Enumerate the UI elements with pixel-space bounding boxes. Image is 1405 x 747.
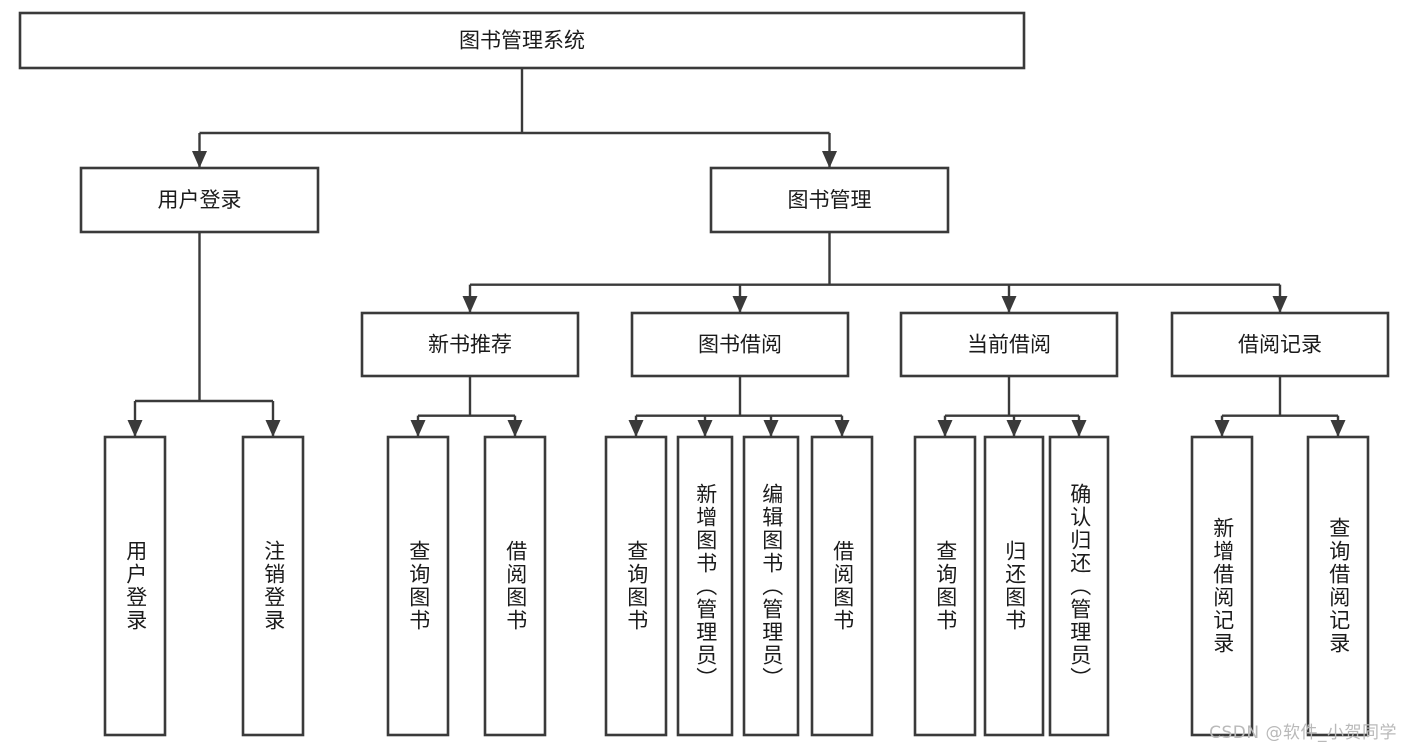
node-box-leaf-confirm-return[interactable] xyxy=(1048,435,1110,737)
node-box-borrow-record[interactable] xyxy=(1170,311,1390,378)
node-box-layer xyxy=(18,11,1390,737)
arrowhead-icon xyxy=(1214,420,1230,437)
arrowhead-icon xyxy=(1330,420,1346,437)
node-label-borrow-record: 借阅记录 xyxy=(1238,333,1322,357)
node-box-user-login[interactable] xyxy=(79,166,320,234)
node-box-root[interactable] xyxy=(18,11,1026,70)
node-label-new-book-rec: 新书推荐 xyxy=(428,333,512,357)
node-box-leaf-query-book-1[interactable] xyxy=(386,435,450,737)
arrowhead-icon xyxy=(697,420,713,437)
node-label-current-borrow: 当前借阅 xyxy=(967,333,1051,357)
arrowhead-icon xyxy=(127,420,143,437)
node-box-leaf-return-book[interactable] xyxy=(983,435,1045,737)
node-label-book-borrow: 图书借阅 xyxy=(698,333,782,357)
node-label-book-manage: 图书管理 xyxy=(788,188,872,212)
arrowhead-icon xyxy=(507,420,523,437)
node-box-leaf-query-book-2[interactable] xyxy=(604,435,668,737)
node-box-leaf-user-login[interactable] xyxy=(103,435,167,737)
node-label-root: 图书管理系统 xyxy=(459,29,585,53)
node-label-user-login: 用户登录 xyxy=(158,188,242,212)
node-box-leaf-query-record[interactable] xyxy=(1306,435,1370,737)
node-box-leaf-query-book-3[interactable] xyxy=(913,435,977,737)
arrowhead-icon xyxy=(732,296,748,313)
arrowhead-icon xyxy=(834,420,850,437)
node-box-leaf-borrow-book-1[interactable] xyxy=(483,435,547,737)
arrowhead-icon xyxy=(1272,296,1288,313)
arrowhead-icon xyxy=(822,151,837,168)
connector-layer xyxy=(127,68,1346,437)
arrowhead-icon xyxy=(1006,420,1022,437)
node-box-book-manage[interactable] xyxy=(709,166,950,234)
arrowhead-icon xyxy=(937,420,953,437)
node-box-leaf-add-book[interactable] xyxy=(676,435,734,737)
arrowhead-icon xyxy=(265,420,281,437)
watermark-text: CSDN @软件_小贺同学 xyxy=(1209,723,1397,743)
arrowhead-icon xyxy=(462,296,478,313)
arrowhead-icon xyxy=(410,420,426,437)
node-box-leaf-edit-book[interactable] xyxy=(742,435,800,737)
node-box-leaf-borrow-book-2[interactable] xyxy=(810,435,874,737)
node-box-new-book-rec[interactable] xyxy=(360,311,580,378)
node-box-current-borrow[interactable] xyxy=(899,311,1119,378)
arrowhead-icon xyxy=(1001,296,1017,313)
arrowhead-icon xyxy=(1071,420,1087,437)
node-box-leaf-logout[interactable] xyxy=(241,435,305,737)
node-box-leaf-add-record[interactable] xyxy=(1190,435,1254,737)
arrowhead-icon xyxy=(192,151,207,168)
arrowhead-icon xyxy=(763,420,779,437)
node-box-book-borrow[interactable] xyxy=(630,311,850,378)
arrowhead-icon xyxy=(628,420,644,437)
